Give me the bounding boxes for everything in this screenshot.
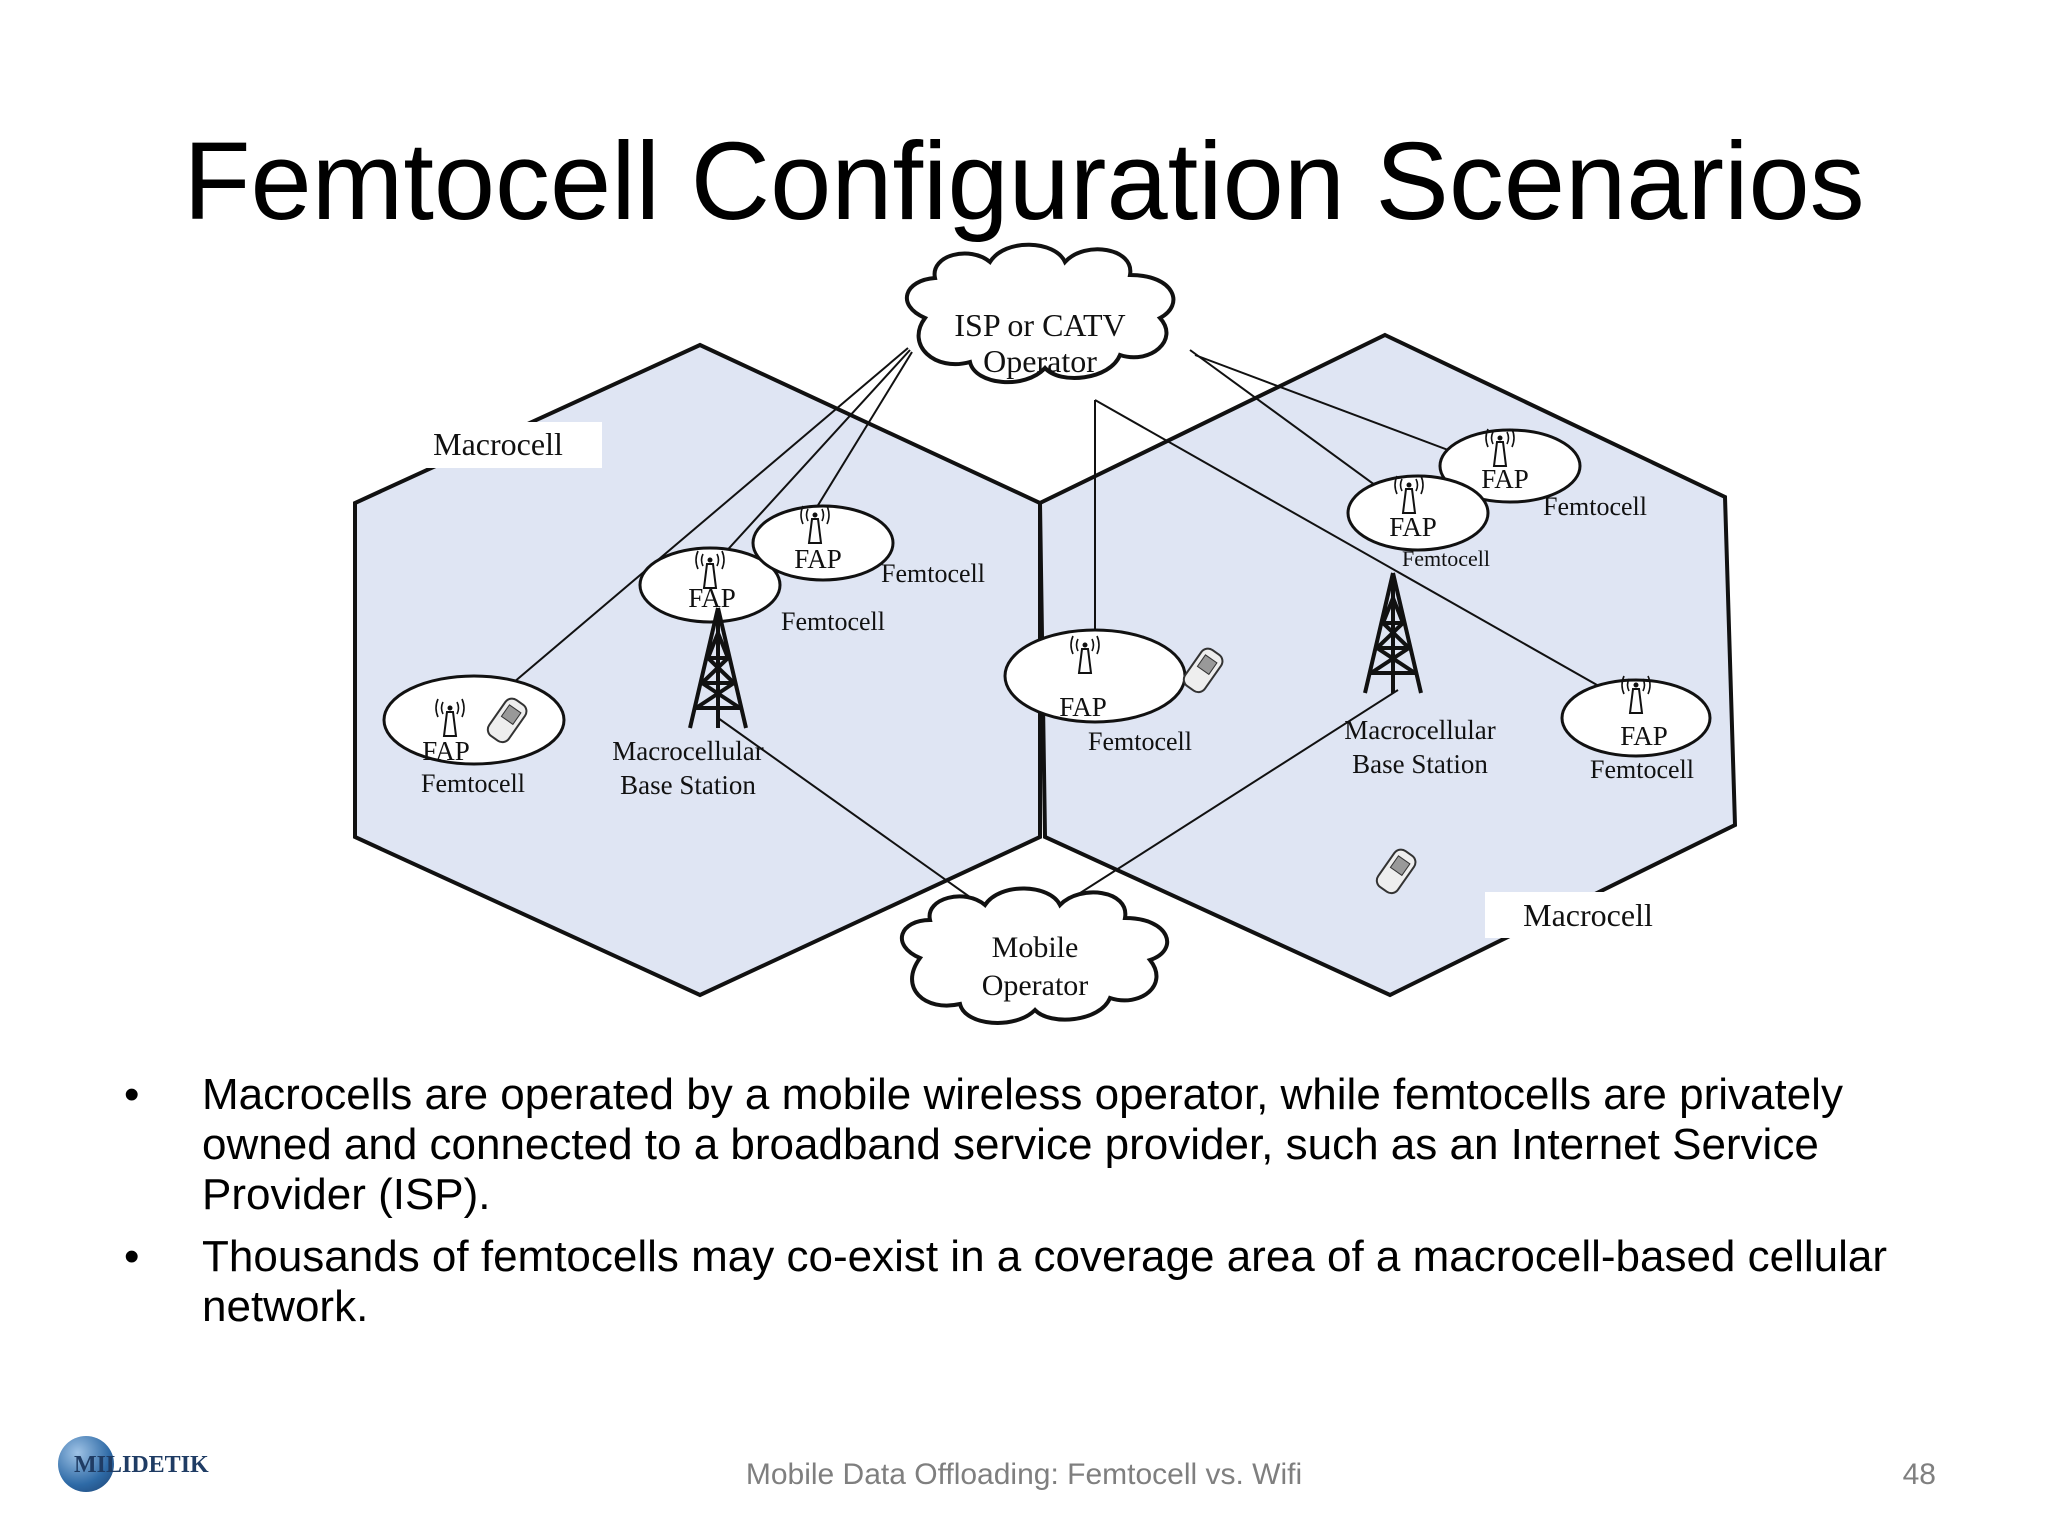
base-station-label-line2: Base Station — [1352, 749, 1488, 779]
fap-label: FAP — [1059, 692, 1107, 722]
fap-label: FAP — [422, 736, 470, 766]
fap-label: FAP — [794, 544, 842, 574]
base-station-label-line1: Macrocellular — [612, 736, 763, 766]
femtocell-label: Femtocell — [1402, 546, 1490, 571]
femtocell-ellipses — [382, 428, 1712, 766]
femtocell-right-far — [1560, 678, 1712, 758]
logo-text: MILIDETIK — [74, 1452, 209, 1478]
femtocell-mid-upper — [751, 504, 895, 582]
slide-title: Femtocell Configuration Scenarios — [183, 120, 1865, 243]
femtocell-left — [382, 674, 566, 766]
page-number: 48 — [1902, 1458, 1936, 1491]
macrocell-label-right: Macrocell — [1523, 897, 1653, 933]
femtocell-label: Femtocell — [781, 607, 885, 636]
femtocell-label: Femtocell — [421, 769, 525, 798]
macrocell-label-left: Macrocell — [433, 426, 563, 462]
isp-cloud: ISP or CATV Operator — [904, 242, 1176, 385]
bullet-list: Macrocells are operated by a mobile wire… — [118, 1070, 1898, 1344]
fap-label: FAP — [1389, 512, 1437, 542]
femtocell-right-upper — [1438, 428, 1582, 504]
femtocell-label: Femtocell — [1088, 727, 1192, 756]
mobile-cloud-line2: Operator — [982, 969, 1089, 1002]
macrocell-label-bg — [1485, 892, 1715, 938]
fap-label: FAP — [1620, 721, 1668, 751]
mobile-cloud-line1: Mobile — [992, 931, 1079, 964]
mobile-operator-cloud: Mobile Operator — [899, 886, 1170, 1025]
logo-globe-icon — [58, 1436, 114, 1492]
slide-footer: Mobile Data Offloading: Femtocell vs. Wi… — [745, 1458, 1303, 1491]
macrocell-label-bg — [402, 422, 602, 468]
fap-label: FAP — [688, 583, 736, 613]
macrocell-hexagon-right — [1037, 332, 1738, 998]
femtocell-label: Femtocell — [1543, 492, 1647, 521]
connection-lines — [447, 347, 1635, 926]
bullet-item: Macrocells are operated by a mobile wire… — [118, 1070, 1898, 1220]
femtocell-right-lower — [1346, 474, 1490, 552]
isp-cloud-line2: Operator — [983, 343, 1097, 379]
bullet-item: Thousands of femtocells may co-exist in … — [118, 1232, 1898, 1332]
femtocell-label: Femtocell — [881, 559, 985, 588]
base-station-label-line2: Base Station — [620, 770, 756, 800]
fap-label: FAP — [1481, 464, 1529, 494]
isp-cloud-line1: ISP or CATV — [954, 307, 1125, 343]
femtocell-label: Femtocell — [1590, 755, 1694, 784]
base-station-label-line1: Macrocellular — [1344, 715, 1495, 745]
